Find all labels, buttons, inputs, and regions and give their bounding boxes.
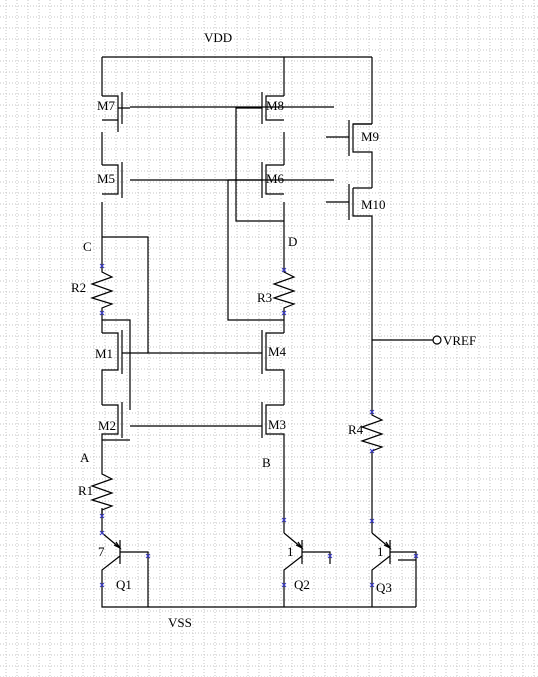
mosfet-m3: M3: [261, 402, 286, 441]
pin-marker: [145, 553, 151, 559]
vdd-rail: [101, 56, 373, 125]
m6-label: M6: [266, 171, 285, 186]
pin-marker: [369, 582, 375, 588]
mosfet-m6: M6: [228, 162, 285, 198]
gate-interconnects: [102, 106, 334, 441]
pin-marker: [281, 267, 287, 273]
r4-label: R4: [348, 422, 364, 437]
resistor-r3: R3: [257, 266, 296, 313]
q1-label: Q1: [116, 577, 132, 592]
node-d-label: D: [288, 234, 297, 249]
q3-ratio: 1: [377, 544, 384, 559]
vdd-label: VDD: [204, 30, 232, 45]
vref-terminal: [432, 335, 442, 345]
m4-label: M4: [268, 344, 287, 359]
node-b-label: B: [262, 455, 271, 470]
pin-marker: [327, 553, 333, 559]
bjt-q2: 1 Q2: [283, 532, 331, 592]
vref-label: VREF: [443, 333, 476, 348]
mosfet-m8: M8: [236, 92, 284, 124]
m9-label: M9: [361, 129, 379, 144]
m3-label: M3: [268, 417, 286, 432]
mosfet-m7: M7: [97, 92, 130, 132]
pin-marker: [281, 310, 287, 316]
resistor-r1: R1: [78, 468, 114, 516]
pin-marker: [99, 582, 105, 588]
mosfet-m1: M1: [95, 330, 148, 385]
mosfet-m5: M5: [97, 162, 123, 198]
bjt-q3: 1 Q3: [371, 532, 417, 595]
pin-marker: [99, 530, 105, 536]
pin-marker: [99, 513, 105, 519]
m10-label: M10: [361, 197, 386, 212]
q1-ratio: 7: [98, 544, 105, 559]
pin-marker: [281, 582, 287, 588]
q3-label: Q3: [376, 580, 392, 595]
mosfet-m10: M10: [326, 184, 386, 224]
q2-ratio: 1: [287, 544, 294, 559]
resistor-r2: R2: [71, 266, 114, 313]
mosfet-m2: M2: [98, 402, 123, 441]
resistor-r4: R4: [348, 408, 384, 453]
pin-marker: [99, 310, 105, 316]
output-branch-wires: [353, 160, 433, 533]
pin-marker: [281, 517, 287, 523]
node-c-label: C: [83, 239, 92, 254]
vss-label: VSS: [168, 615, 192, 630]
mosfet-m4: M4: [261, 330, 287, 385]
pin-marker: [369, 518, 375, 524]
node-a-label: A: [80, 450, 90, 465]
pin-marker: [369, 448, 375, 454]
m5-label: M5: [97, 171, 115, 186]
pin-markers: [99, 263, 419, 588]
m1-label: M1: [95, 346, 113, 361]
q2-label: Q2: [294, 577, 310, 592]
m7-label: M7: [97, 98, 116, 113]
pin-marker: [369, 409, 375, 415]
pin-marker: [99, 263, 105, 269]
vss-rail: [101, 559, 417, 608]
r1-label: R1: [78, 483, 93, 498]
r2-label: R2: [71, 280, 86, 295]
m8-label: M8: [266, 98, 284, 113]
m2-label: M2: [98, 418, 116, 433]
r3-label: R3: [257, 290, 272, 305]
mosfet-m9: M9: [326, 120, 379, 160]
bjt-q1: 7 Q1: [98, 532, 149, 592]
pin-marker: [413, 553, 419, 559]
